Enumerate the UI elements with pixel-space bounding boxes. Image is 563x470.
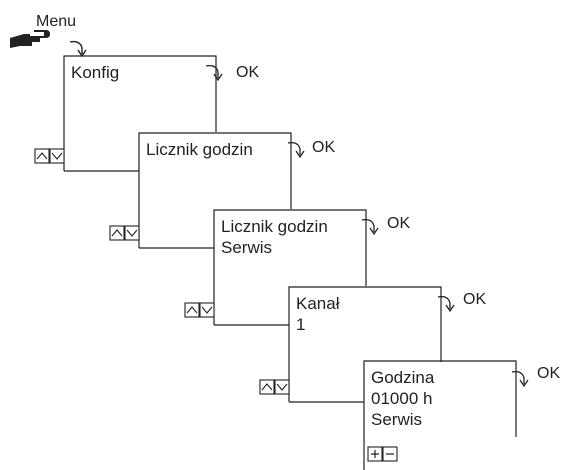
screen-text-line: Kanał [296, 294, 340, 313]
minus-icon[interactable] [382, 446, 398, 462]
screen-text-line: Licznik godzin [221, 217, 328, 236]
curved-arrow-icon [69, 40, 87, 58]
nav-buttons[interactable] [109, 225, 140, 241]
screen-text-line: Serwis [221, 238, 272, 257]
screen-frame [288, 286, 442, 402]
nav-buttons[interactable] [259, 379, 290, 395]
down-arrow-icon[interactable] [274, 379, 290, 395]
screen-text-line: Licznik godzin [146, 140, 253, 159]
down-arrow-icon[interactable] [49, 148, 65, 164]
screen-5: Godzina 01000 h Serwis OK [363, 360, 560, 470]
ok-label: OK [537, 365, 560, 382]
up-arrow-icon[interactable] [109, 225, 125, 241]
menu-label: Menu [36, 13, 76, 30]
ok-label: OK [387, 215, 410, 232]
screen-text-line: Konfig [71, 63, 119, 82]
plus-icon[interactable] [367, 446, 383, 462]
ok-arrow-icon [511, 370, 529, 388]
ok-label: OK [312, 139, 335, 156]
screen-text-line: Godzina [371, 368, 435, 387]
up-arrow-icon[interactable] [34, 148, 50, 164]
screen-text-line: 1 [296, 315, 305, 334]
ok-arrow-icon [361, 218, 379, 236]
screen-1: Konfig OK [34, 55, 259, 172]
up-arrow-icon[interactable] [259, 379, 275, 395]
nav-buttons[interactable] [34, 148, 65, 164]
ok-arrow-icon [205, 64, 223, 82]
screen-text-line: Serwis [371, 410, 422, 429]
ok-arrow-icon [437, 295, 455, 313]
edit-buttons[interactable] [367, 446, 398, 462]
ok-arrow-icon [287, 141, 305, 159]
ok-label: OK [463, 291, 486, 308]
screen-frame [138, 132, 292, 248]
up-arrow-icon[interactable] [184, 302, 200, 318]
pointing-hand-icon [10, 30, 50, 48]
screen-text-line: 01000 h [371, 389, 432, 408]
nav-buttons[interactable] [184, 302, 215, 318]
down-arrow-icon[interactable] [124, 225, 140, 241]
down-arrow-icon[interactable] [199, 302, 215, 318]
ok-label: OK [236, 64, 259, 81]
screen-frame [363, 360, 517, 470]
screen-frame [213, 209, 367, 325]
screen-frame [63, 55, 217, 171]
